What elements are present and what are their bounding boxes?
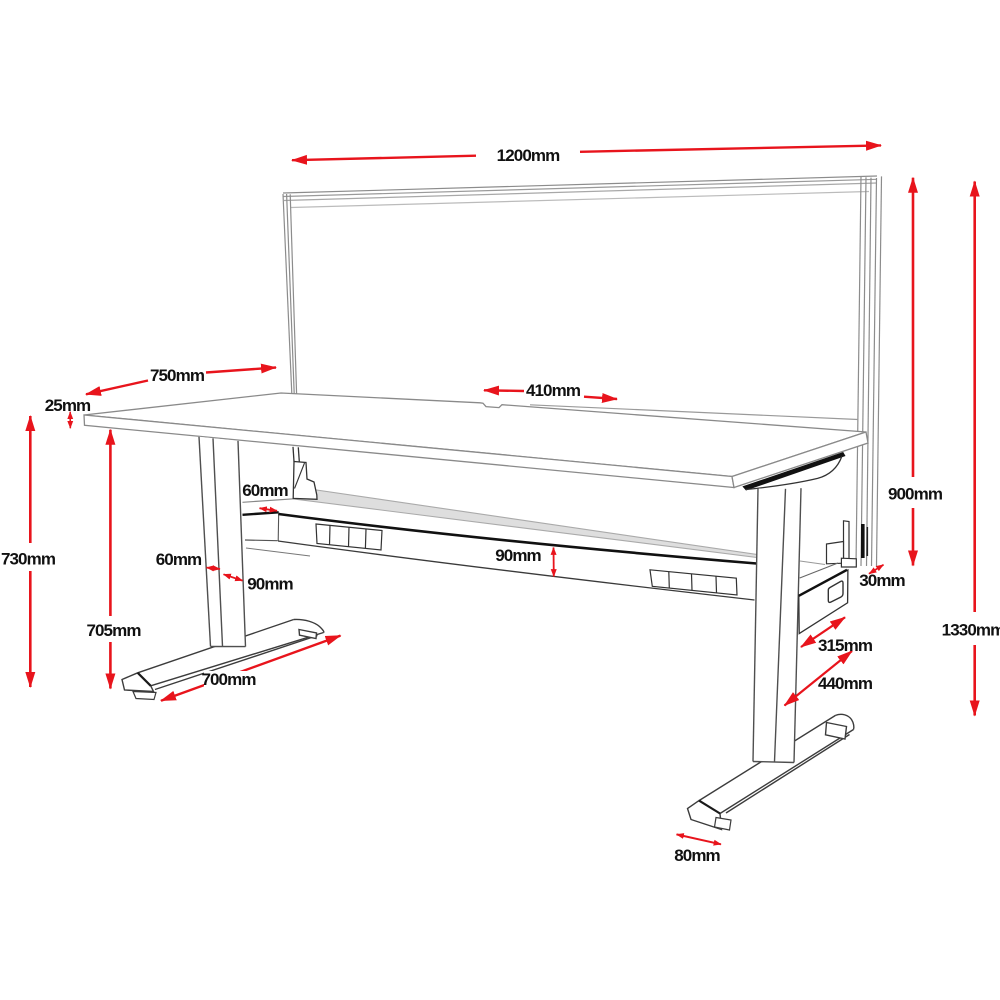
- svg-text:60mm: 60mm: [156, 550, 202, 569]
- svg-text:750mm: 750mm: [150, 366, 205, 385]
- svg-text:315mm: 315mm: [818, 636, 873, 655]
- svg-text:1200mm: 1200mm: [497, 146, 560, 165]
- svg-text:90mm: 90mm: [495, 546, 541, 565]
- svg-text:730mm: 730mm: [1, 550, 56, 569]
- svg-text:30mm: 30mm: [859, 571, 905, 590]
- svg-text:410mm: 410mm: [526, 381, 581, 400]
- svg-text:25mm: 25mm: [45, 396, 91, 415]
- svg-text:1330mm: 1330mm: [942, 621, 1000, 640]
- svg-text:700mm: 700mm: [201, 670, 256, 689]
- svg-text:90mm: 90mm: [247, 575, 293, 594]
- svg-text:705mm: 705mm: [86, 621, 141, 640]
- svg-text:900mm: 900mm: [888, 485, 943, 504]
- svg-text:60mm: 60mm: [242, 481, 288, 500]
- svg-text:80mm: 80mm: [674, 846, 720, 865]
- svg-text:440mm: 440mm: [818, 674, 873, 693]
